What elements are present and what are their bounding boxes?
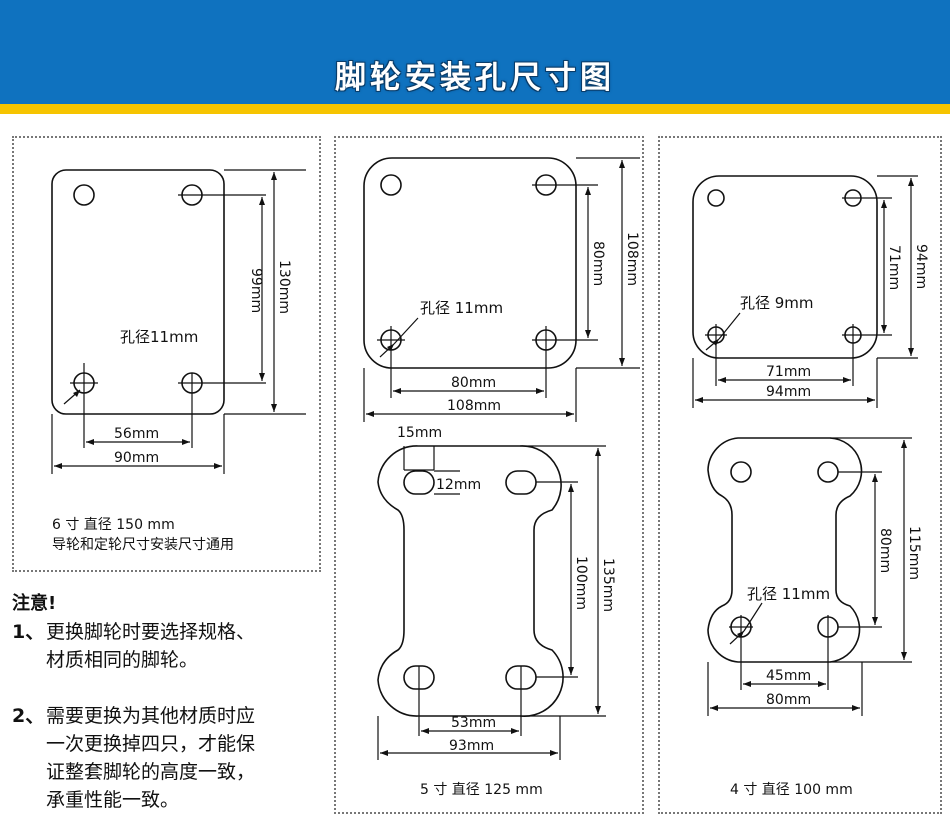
note-line: 更换脚轮时要选择规格、 [46, 621, 256, 643]
note-line: 承重性能一致。 [46, 789, 180, 811]
dim2-hole-height-5-inch: 100mm [573, 556, 589, 610]
caption-4-inch: 4 寸 直径 100 mm [730, 782, 853, 798]
dim2-outer-height-4-inch: 115mm [906, 526, 922, 580]
hole-label-4-inch: 孔径 9mm [740, 294, 814, 312]
mount-hole [730, 461, 752, 483]
notes-section: 注意! 1、 更换脚轮时要选择规格、 材质相同的脚轮。 2、 需要更换为其他材质… [12, 590, 317, 814]
panel-5-inch [334, 136, 644, 814]
hole-label-6-inch: 孔径11mm [120, 328, 198, 346]
caption-line-1: 6 寸 直径 150 mm [52, 517, 175, 533]
dim-hole-width-6-inch: 56mm [114, 426, 159, 442]
dim-slot-height-5-inch: 12mm [436, 477, 481, 493]
notes-title: 注意! [12, 593, 57, 614]
page-title: 脚轮安装孔尺寸图 [335, 60, 615, 96]
narrow-plate-4-inch [707, 437, 863, 663]
dim-outer-height-4-inch: 94mm [913, 244, 929, 289]
caption-5-inch: 5 寸 直径 125 mm [420, 782, 543, 798]
dim2-hole-height-4-inch: 80mm [877, 528, 893, 573]
note-item: 1、 更换脚轮时要选择规格、 材质相同的脚轮。 [12, 618, 317, 674]
mount-hole [707, 189, 725, 207]
note-item: 2、 需要更换为其他材质时应 一次更换掉四只，才能保 证整套脚轮的高度一致， 承… [12, 702, 317, 814]
top-plate-5-inch [363, 157, 577, 369]
hole-label-5-inch: 孔径 11mm [420, 299, 503, 317]
caption-6-inch: 6 寸 直径 150 mm 导轮和定轮尺寸安装尺寸通用 [52, 515, 234, 555]
dim-hole-height-4-inch: 71mm [886, 245, 902, 290]
dim-hole-height-6-inch: 99mm [248, 268, 264, 313]
header-banner [0, 0, 950, 114]
dim2-outer-height-5-inch: 135mm [600, 558, 616, 612]
dim-hole-width-5-inch: 80mm [451, 375, 496, 391]
caption-line-2: 导轮和定轮尺寸安装尺寸通用 [52, 537, 234, 553]
note-line: 材质相同的脚轮。 [46, 649, 199, 671]
header-stripe [0, 104, 950, 114]
dim-slot-width-5-inch: 15mm [397, 425, 442, 441]
panel-4-inch [658, 136, 942, 814]
dim2-hole-width-4-inch: 45mm [766, 668, 811, 684]
note-number: 1、 [12, 621, 45, 643]
dim2-outer-width-4-inch: 80mm [766, 692, 811, 708]
mount-hole [380, 174, 402, 196]
dim-outer-width-4-inch: 94mm [766, 384, 811, 400]
note-line: 一次更换掉四只，才能保 [46, 733, 256, 755]
dim-outer-width-6-inch: 90mm [114, 450, 159, 466]
note-line: 证整套脚轮的高度一致， [46, 761, 256, 783]
note-number: 2、 [12, 705, 45, 727]
mounting-plate-6-inch [51, 169, 225, 415]
mount-hole [817, 461, 839, 483]
dim-hole-width-4-inch: 71mm [766, 364, 811, 380]
mount-hole [73, 184, 95, 206]
top-plate-4-inch [692, 175, 878, 359]
note-line: 需要更换为其他材质时应 [46, 705, 256, 727]
dim2-outer-width-5-inch: 93mm [449, 738, 494, 754]
dim-outer-height-6-inch: 130mm [276, 260, 292, 314]
dim-hole-height-5-inch: 80mm [590, 241, 606, 286]
dim-outer-width-5-inch: 108mm [447, 398, 501, 414]
hole2-label-4-inch: 孔径 11mm [747, 585, 830, 603]
dim-outer-height-5-inch: 108mm [624, 232, 640, 286]
panel-6-inch [12, 136, 321, 572]
slotted-plate-5-inch [377, 445, 564, 717]
slot-hole [403, 470, 435, 495]
dim2-hole-width-5-inch: 53mm [451, 715, 496, 731]
